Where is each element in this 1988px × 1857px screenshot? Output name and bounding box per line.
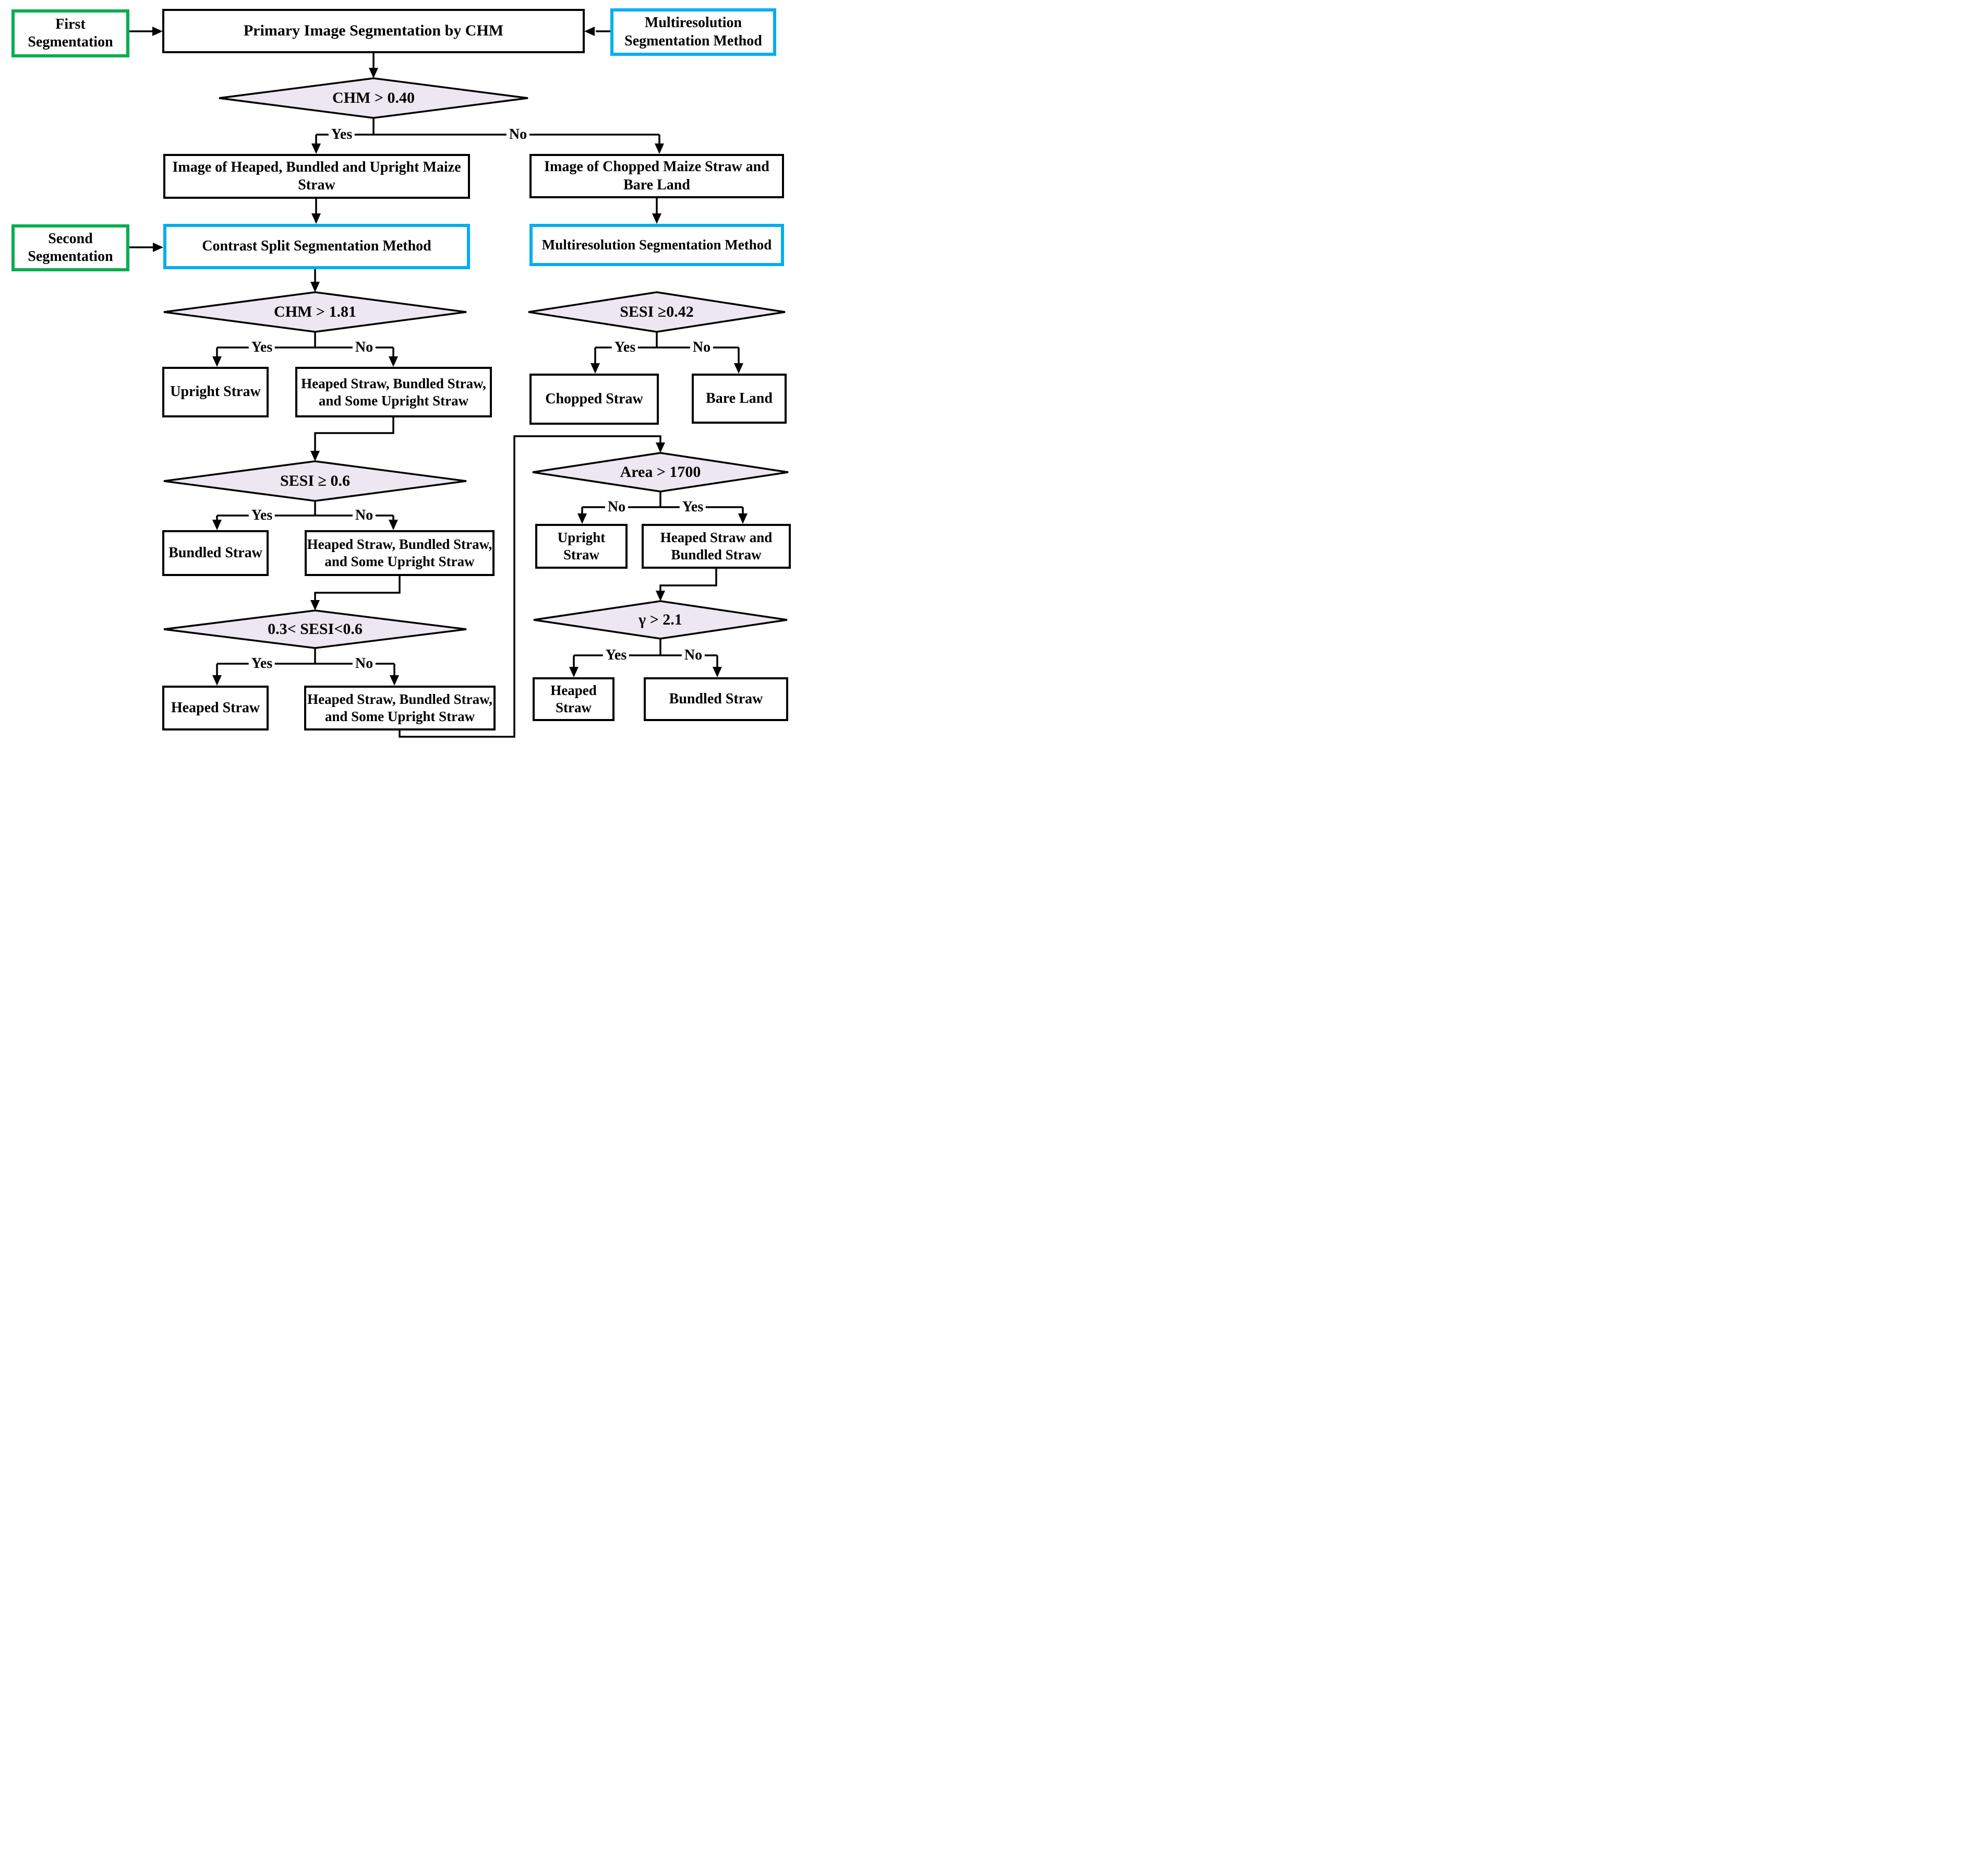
outcome-mixed-2: Heaped Straw, Bundled Straw, and Some Up…	[305, 530, 495, 576]
outcome-heaped-bundled: Heaped Straw and Bundled Straw	[642, 524, 791, 569]
branch-d6-no: No	[605, 499, 629, 516]
branch-d7-yes: Yes	[603, 647, 630, 664]
branch-d6-yes: Yes	[679, 499, 706, 516]
decision-shapes	[163, 77, 789, 649]
decision-area-1700-shape	[532, 452, 789, 493]
branch-d3-no: No	[690, 339, 714, 356]
outcome-bundled-straw-1: Bundled Straw	[162, 530, 269, 576]
outcome-bare-land: Bare Land	[692, 374, 787, 424]
branch-d5-no: No	[352, 655, 376, 672]
process-multiresolution-top-label: Multiresolution Segmentation Method	[624, 15, 762, 49]
decision-gamma-21-shape	[533, 600, 788, 640]
connector-layer	[129, 27, 789, 738]
outcome-heaped-bundled-label: Heaped Straw and Bundled Straw	[660, 530, 773, 562]
outcome-mixed-1-label: Heaped Straw, Bundled Straw, and Some Up…	[301, 375, 486, 409]
node-image-chopped: Image of Chopped Maize Straw and Bare La…	[529, 154, 784, 198]
process-contrast-split: Contrast Split Segmentation Method	[163, 224, 470, 269]
outcome-heaped-straw-1-label: Heaped Straw	[171, 699, 260, 716]
stage-second-segmentation: Second Segmentation	[11, 224, 129, 271]
branch-d4-no: No	[352, 507, 376, 524]
flow-lines	[129, 30, 744, 738]
outcome-bare-land-label: Bare Land	[706, 390, 773, 406]
outcome-mixed-3-label: Heaped Straw, Bundled Straw, and Some Up…	[307, 691, 492, 724]
outcome-upright-straw-2-label: Upright Straw	[557, 530, 606, 562]
branch-d1-yes: Yes	[328, 126, 355, 143]
arrowheads	[152, 27, 748, 686]
branch-d4-yes: Yes	[248, 507, 275, 524]
outcome-heaped-straw-1: Heaped Straw	[162, 686, 269, 730]
flowchart-canvas: First Segmentation Second Segmentation P…	[0, 0, 795, 743]
branch-d2-yes: Yes	[248, 339, 275, 356]
outcome-bundled-straw-1-label: Bundled Straw	[168, 544, 262, 561]
stage-second-label: Second Segmentation	[28, 230, 113, 265]
decision-sesi-range-shape	[163, 609, 467, 649]
branch-d7-no: No	[681, 647, 705, 664]
process-multiresolution-right-label: Multiresolution Segmentation Method	[541, 237, 772, 253]
outcome-chopped-straw: Chopped Straw	[529, 374, 659, 425]
outcome-upright-straw-2: Upright Straw	[535, 524, 628, 569]
process-multiresolution-top: Multiresolution Segmentation Method	[610, 8, 776, 56]
decision-sesi-06-shape	[163, 460, 467, 502]
decision-sesi-042-shape	[528, 291, 786, 333]
outcome-heaped-straw-2-label: Heaped Straw	[550, 682, 597, 715]
stage-first-label: First Segmentation	[28, 16, 113, 50]
outcome-mixed-3: Heaped Straw, Bundled Straw, and Some Up…	[304, 686, 496, 730]
process-contrast-split-label: Contrast Split Segmentation Method	[202, 238, 431, 255]
decision-chm-181-shape	[163, 291, 467, 333]
node-image-heaped: Image of Heaped, Bundled and Upright Mai…	[163, 154, 470, 199]
node-image-chopped-label: Image of Chopped Maize Straw and Bare La…	[544, 159, 769, 193]
branch-d2-no: No	[352, 339, 376, 356]
outcome-mixed-2-label: Heaped Straw, Bundled Straw, and Some Up…	[307, 536, 492, 569]
outcome-bundled-straw-2-label: Bundled Straw	[669, 690, 763, 707]
decision-chm-040-shape	[219, 77, 528, 119]
outcome-upright-straw-1: Upright Straw	[162, 367, 269, 417]
process-multiresolution-right: Multiresolution Segmentation Method	[529, 224, 784, 266]
outcome-heaped-straw-2: Heaped Straw	[533, 677, 615, 721]
process-primary-label: Primary Image Segmentation by CHM	[243, 22, 504, 40]
outcome-upright-straw-1-label: Upright Straw	[170, 384, 261, 400]
branch-d5-yes: Yes	[248, 655, 275, 672]
outcome-mixed-1: Heaped Straw, Bundled Straw, and Some Up…	[295, 367, 492, 417]
node-image-heaped-label: Image of Heaped, Bundled and Upright Mai…	[172, 159, 461, 193]
outcome-bundled-straw-2: Bundled Straw	[644, 677, 788, 721]
stage-first-segmentation: First Segmentation	[11, 9, 129, 57]
branch-d1-no: No	[506, 126, 530, 143]
process-primary-segmentation: Primary Image Segmentation by CHM	[162, 9, 585, 53]
outcome-chopped-straw-label: Chopped Straw	[545, 390, 643, 407]
branch-d3-yes: Yes	[611, 339, 638, 356]
